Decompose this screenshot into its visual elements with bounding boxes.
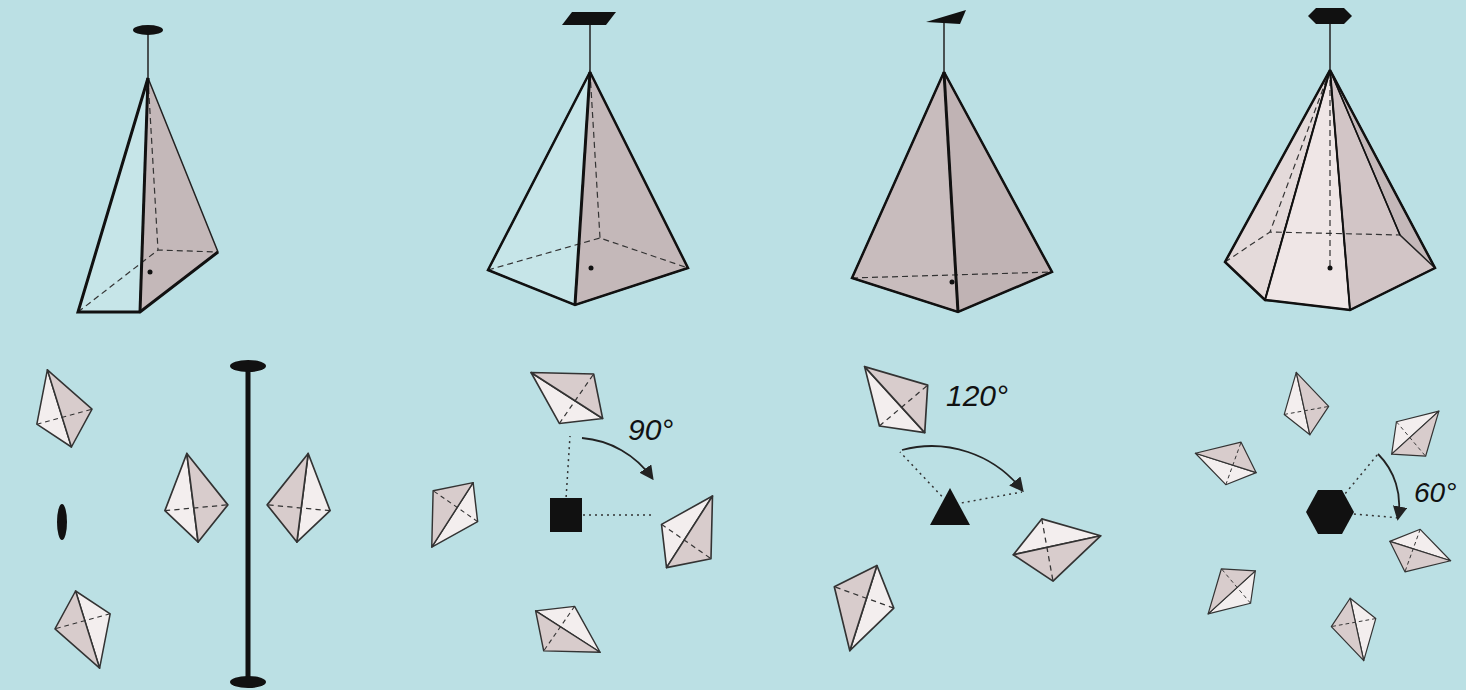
angle-label: 90° [626, 414, 675, 446]
pyramid-fourfold [488, 12, 688, 305]
pyramid-sixfold [1225, 8, 1435, 310]
pyramid-threefold [852, 10, 1052, 312]
angle-label: 60° [1412, 478, 1458, 508]
angle-label: 120° [944, 380, 1010, 412]
fourfold-motif [408, 347, 738, 676]
pyramid-twofold [78, 25, 218, 312]
twofold-motif [21, 360, 340, 688]
threefold-motif [819, 344, 1108, 658]
sixfold-motif [1190, 367, 1457, 667]
